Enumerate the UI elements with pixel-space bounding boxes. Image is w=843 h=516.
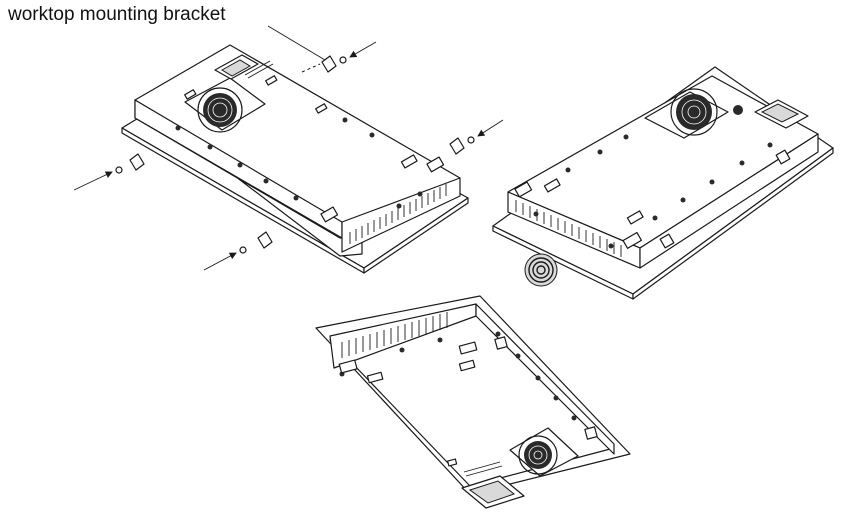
hob-underside-view-1: [121, 44, 469, 274]
fan-icon: [644, 88, 729, 139]
control-board: [754, 99, 809, 129]
vent-slots: [349, 184, 447, 244]
arrow-icon: [73, 171, 113, 191]
spiral-cable-icon: [524, 253, 558, 287]
control-board: [461, 461, 525, 509]
bracket: [449, 137, 465, 155]
screw-icon: [467, 136, 475, 144]
rivets: [175, 117, 423, 219]
bracket-label: worktop mounting bracket: [8, 4, 226, 25]
fan-icon: [184, 77, 266, 133]
bracket: [321, 55, 337, 73]
bracket: [257, 231, 273, 249]
control-board: [214, 54, 274, 80]
fan-icon: [509, 427, 579, 477]
screw-icon: [115, 166, 123, 174]
hob-underside-view-3: [315, 295, 631, 509]
arrow-icon: [203, 252, 237, 271]
hob-underside-view-2: [492, 66, 834, 300]
rivets: [339, 331, 577, 421]
mounting-brackets: [73, 41, 504, 271]
label-leader-line: [267, 25, 326, 61]
vent-slots: [341, 312, 448, 358]
screw-icon: [339, 56, 347, 64]
rivets: [533, 134, 773, 249]
arrow-icon: [349, 41, 377, 58]
screw-icon: [239, 246, 247, 254]
arrow-icon: [477, 119, 504, 137]
bracket: [129, 153, 145, 171]
